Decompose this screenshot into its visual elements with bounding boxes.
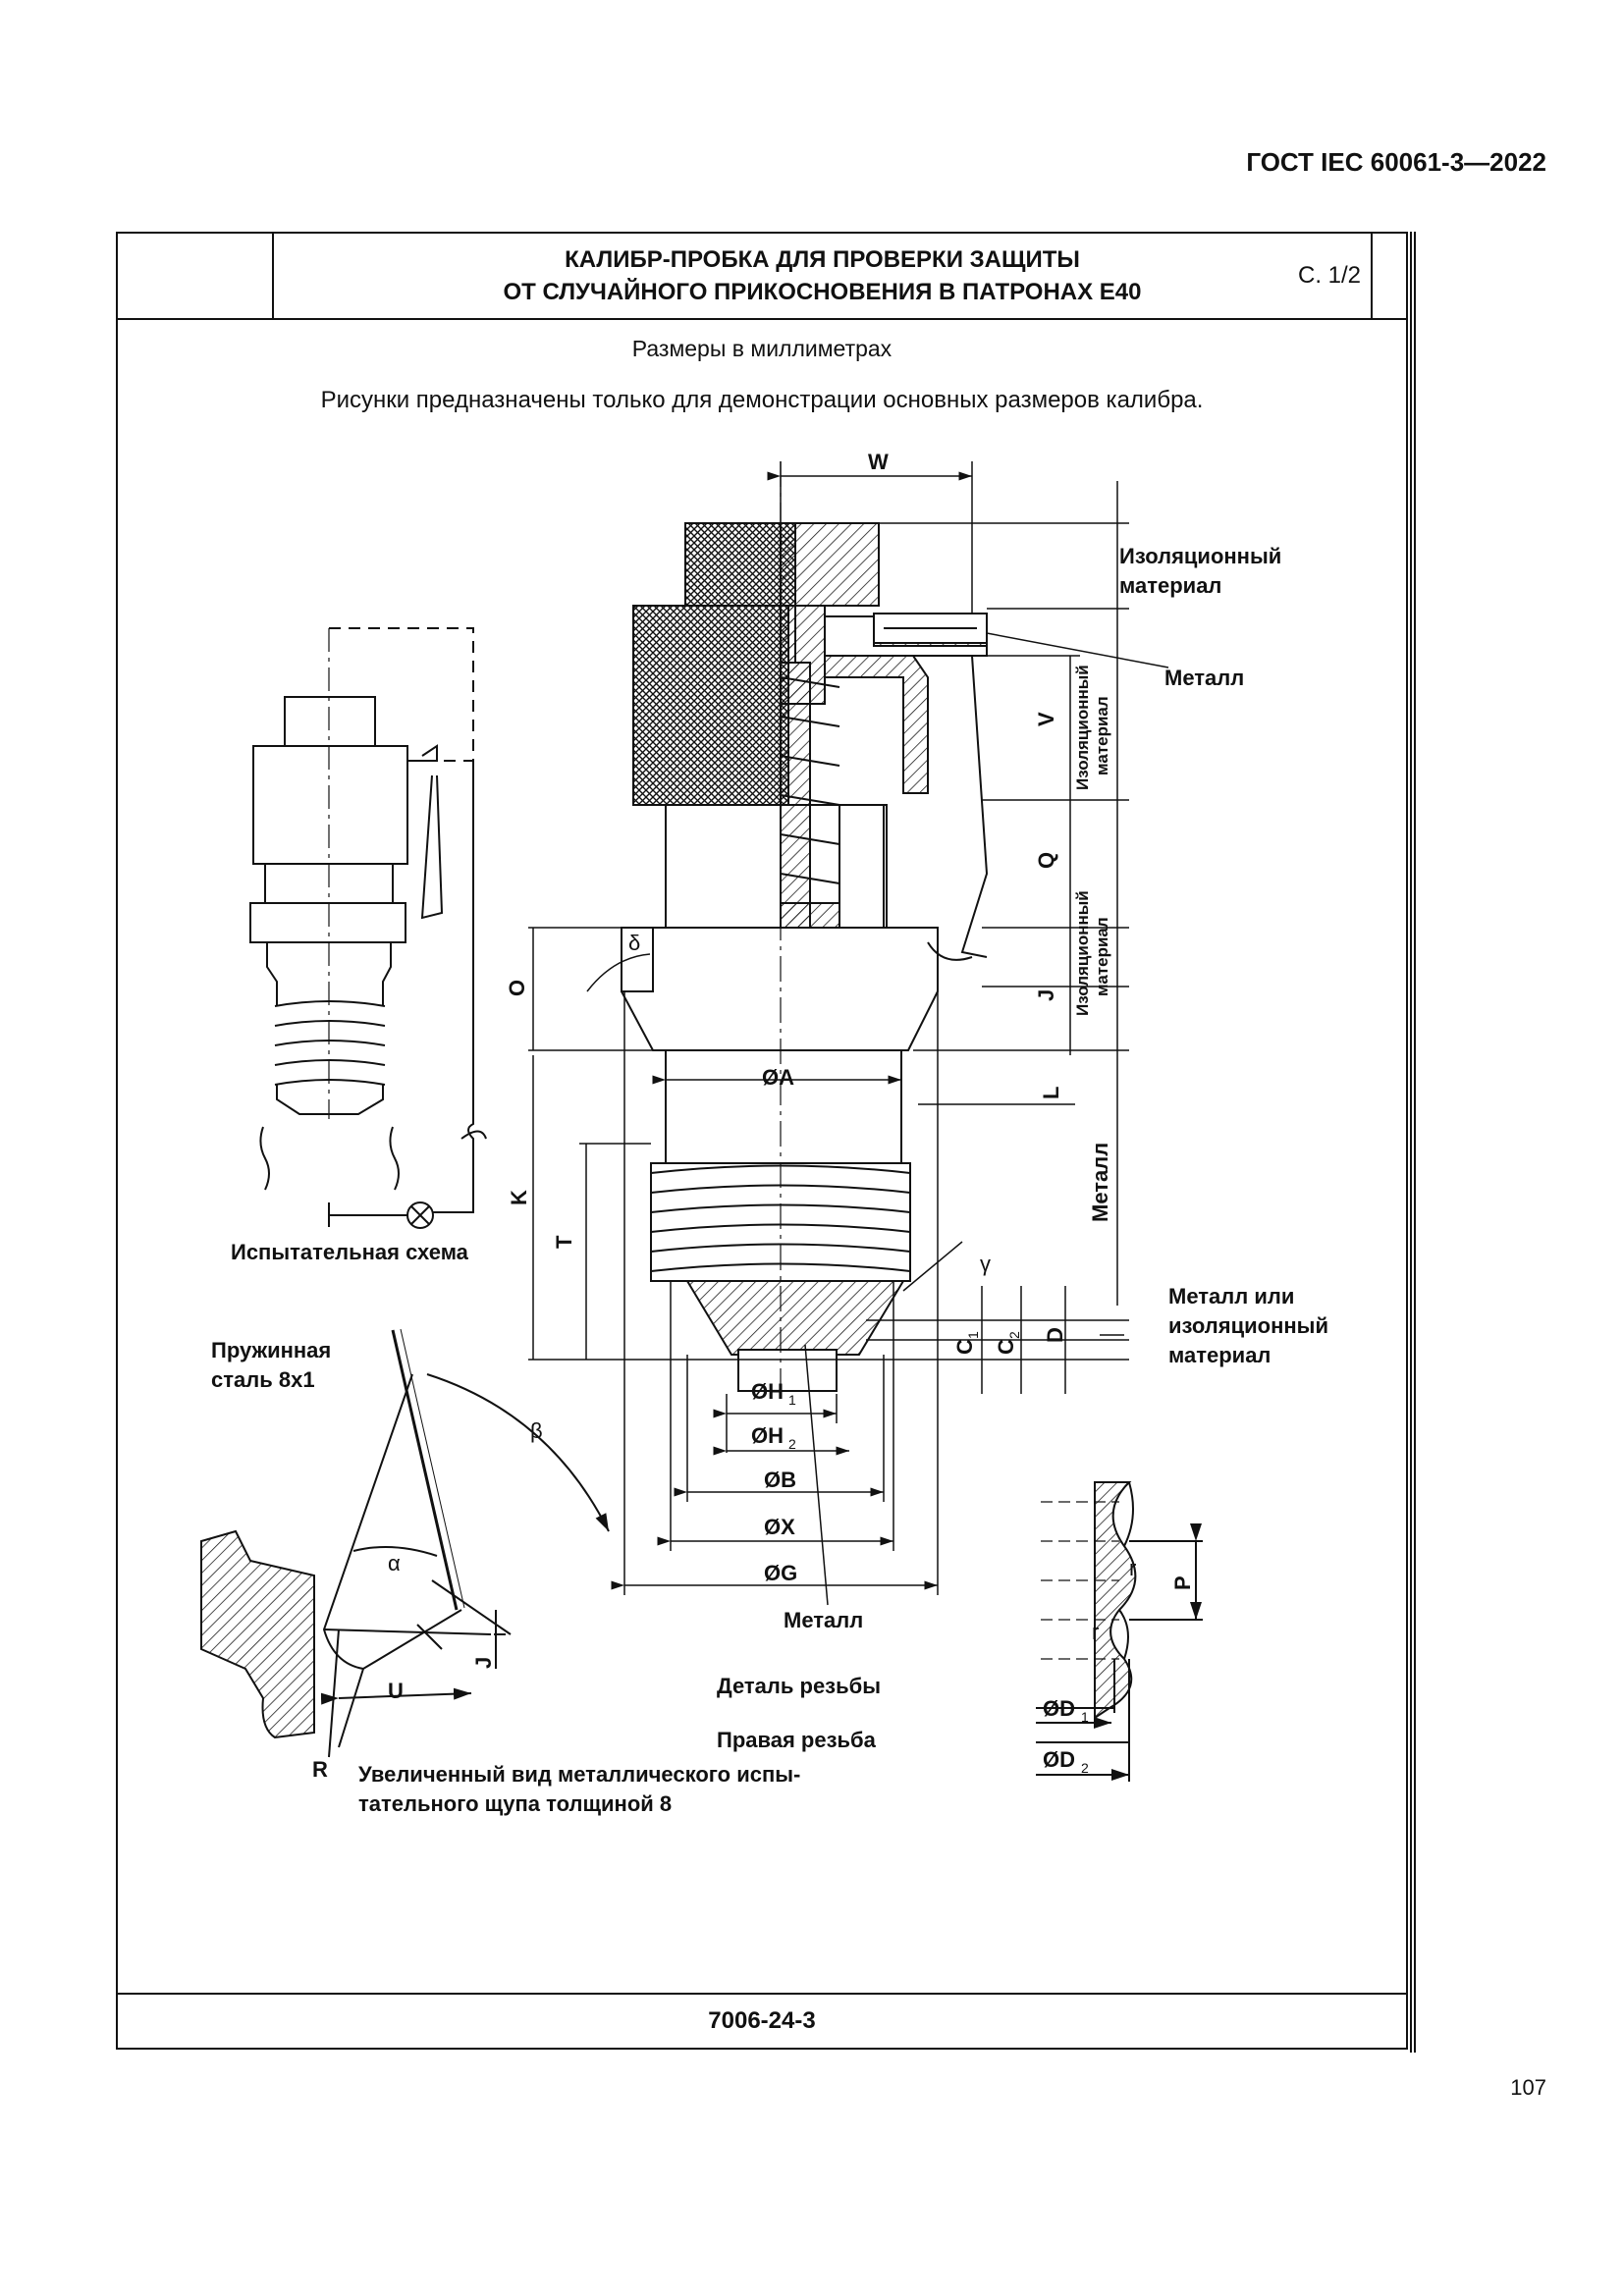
frame-double-line [1410, 232, 1416, 2053]
sheet-title: КАЛИБР-ПРОБКА ДЛЯ ПРОВЕРКИ ЗАЩИТЫ ОТ СЛУ… [274, 234, 1373, 318]
svg-text:2: 2 [1081, 1760, 1089, 1776]
label-r1: r [1129, 1556, 1136, 1580]
svg-text:1: 1 [965, 1331, 981, 1339]
label-j: J [1034, 989, 1058, 1001]
svg-text:ØH: ØH [751, 1423, 784, 1448]
label-j2: J [471, 1657, 496, 1669]
label-insulation-q-a: Изоляционный [1073, 890, 1092, 1016]
label-w: W [868, 450, 889, 474]
probe-labels: Пружинная сталь 8x1 β α J U R Увеличенны… [211, 1338, 800, 1816]
svg-text:C: C [952, 1339, 977, 1355]
label-metal-or-b: изоляционный [1168, 1313, 1328, 1338]
label-dia-x: ØX [764, 1515, 795, 1539]
label-t: T [552, 1235, 576, 1249]
label-dia-g: ØG [764, 1561, 797, 1585]
label-dia-d2: ØD 2 [1043, 1747, 1089, 1776]
title-block: КАЛИБР-ПРОБКА ДЛЯ ПРОВЕРКИ ЗАЩИТЫ ОТ СЛУ… [118, 234, 1406, 320]
label-spring-b: сталь 8x1 [211, 1367, 315, 1392]
svg-text:ØD: ØD [1043, 1747, 1075, 1772]
label-dia-h1: ØH 1 [751, 1379, 796, 1408]
gauge-main-view [621, 522, 989, 1392]
label-probe-a: Увеличенный вид металлического испы- [358, 1762, 800, 1787]
svg-text:ØH: ØH [751, 1379, 784, 1404]
gauge-labels: W Изоляционный материал Металл V Изоляци… [505, 450, 1328, 1632]
label-gamma: γ [980, 1252, 991, 1276]
label-c2: C 2 [994, 1331, 1022, 1355]
sheet-code: 7006-24-3 [118, 1993, 1406, 2048]
label-c1: C 1 [952, 1331, 981, 1355]
svg-text:1: 1 [1081, 1709, 1089, 1725]
label-o: O [505, 980, 529, 996]
label-v: V [1034, 712, 1058, 726]
label-thread-detail: Деталь резьбы [717, 1674, 881, 1698]
label-dia-h2: ØH 2 [751, 1423, 796, 1452]
label-delta: δ [628, 931, 640, 955]
thread-labels: Деталь резьбы Правая резьба P r r ØD 1 Ø… [717, 1556, 1195, 1776]
label-r: R [312, 1757, 328, 1782]
label-l: L [1039, 1087, 1063, 1099]
svg-text:ØD: ØD [1043, 1696, 1075, 1721]
label-u: U [388, 1679, 404, 1703]
label-test-scheme: Испытательная схема [231, 1240, 469, 1264]
label-metal-or-a: Металл или [1168, 1284, 1294, 1308]
label-spring-a: Пружинная [211, 1338, 331, 1362]
svg-text:C: C [994, 1339, 1018, 1355]
label-insulation-v-b: материал [1093, 696, 1111, 775]
sheet-title-line-2: ОТ СЛУЧАЙНОГО ПРИКОСНОВЕНИЯ В ПАТРОНАХ Е… [503, 279, 1142, 305]
probe-detail [200, 1328, 610, 1758]
title-block-empty-cell [118, 234, 274, 318]
label-metal-bottom: Металл [784, 1608, 863, 1632]
label-dia-b: ØB [764, 1468, 796, 1492]
label-r2: r [1092, 1620, 1099, 1644]
drawing-sheet: КАЛИБР-ПРОБКА ДЛЯ ПРОВЕРКИ ЗАЩИТЫ ОТ СЛУ… [116, 232, 1408, 2050]
page-number: 107 [1510, 2075, 1546, 2100]
label-metal-side: Металл [1088, 1143, 1112, 1222]
label-dia-a: ØA [762, 1065, 794, 1090]
label-right-thread: Правая резьба [717, 1728, 877, 1752]
label-dia-d1: ØD 1 [1043, 1696, 1089, 1725]
label-insulation-1b: материал [1119, 573, 1221, 598]
label-alpha: α [388, 1551, 401, 1575]
sheet-number: С. 1/2 [1297, 262, 1362, 289]
svg-text:1: 1 [788, 1392, 796, 1408]
label-beta: β [530, 1418, 543, 1443]
dimensions-note: Размеры в миллиметрах [631, 336, 893, 361]
thread-detail [1036, 1481, 1203, 1782]
sheet-title-line-1: КАЛИБР-ПРОБКА ДЛЯ ПРОВЕРКИ ЗАЩИТЫ [565, 246, 1080, 273]
label-insulation-1a: Изоляционный [1119, 544, 1281, 568]
label-d: D [1043, 1327, 1067, 1343]
label-metal-1: Металл [1164, 666, 1244, 690]
figures-note: Рисунки предназначены только для демонст… [320, 387, 1204, 413]
test-scheme [249, 627, 487, 1229]
svg-text:2: 2 [788, 1436, 796, 1452]
label-q: Q [1034, 852, 1058, 869]
label-probe-b: тательного щупа толщиной 8 [358, 1791, 672, 1816]
label-insulation-v-a: Изоляционный [1073, 665, 1092, 790]
label-insulation-q-b: материал [1093, 917, 1111, 996]
label-k: K [507, 1190, 531, 1205]
dimension-lines [528, 461, 1169, 1606]
standard-designation: ГОСТ IEC 60061-3—2022 [1246, 147, 1546, 177]
label-p: P [1170, 1575, 1195, 1590]
svg-text:2: 2 [1006, 1331, 1022, 1339]
label-metal-or-c: материал [1168, 1343, 1271, 1367]
